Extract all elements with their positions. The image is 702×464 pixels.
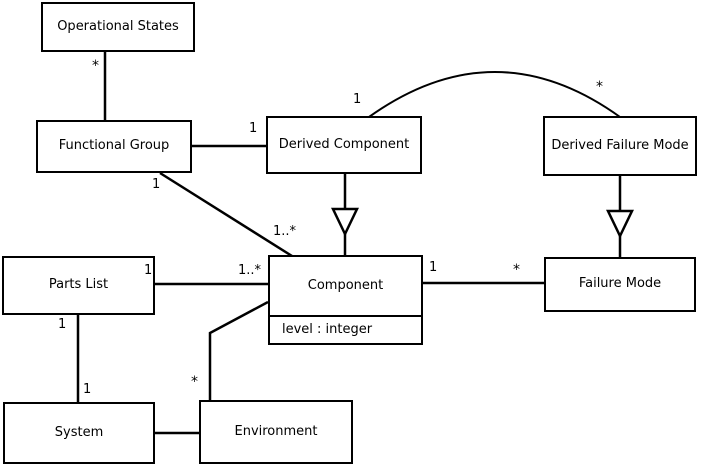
class-name-compartment: Operational States — [43, 4, 193, 50]
class-attribute-label: level : integer — [282, 321, 373, 337]
edge-functional-group-component — [159, 171, 293, 258]
class-name-compartment: Component — [270, 257, 421, 315]
multiplicity-label-functional-group-derived-component: 1 — [249, 121, 258, 136]
class-name-label: Failure Mode — [578, 276, 662, 292]
class-box-environment[interactable]: Environment — [199, 400, 353, 464]
multiplicity-label-operational-states: * — [92, 58, 99, 74]
multiplicity-label-environment-component: * — [191, 374, 198, 390]
class-name-compartment: System — [5, 404, 153, 462]
class-name-compartment: Failure Mode — [546, 259, 694, 310]
edge-derived-component-derived-failure-mode-arc — [368, 71, 621, 118]
multiplicity-label-component-failure-mode-target: * — [513, 262, 520, 278]
multiplicity-label-parts-list-component: 1..* — [238, 263, 262, 278]
class-name-compartment: Parts List — [4, 258, 153, 313]
class-box-component[interactable]: Component level : integer — [268, 255, 423, 345]
multiplicity-label-parts-list-system-bottom: 1 — [83, 382, 92, 397]
class-box-failure-mode[interactable]: Failure Mode — [544, 257, 696, 312]
multiplicity-label-arc-derived-component: 1 — [353, 92, 362, 107]
class-name-label: Derived Failure Mode — [551, 137, 689, 153]
generalization-triangle-derived-component — [331, 207, 359, 237]
class-name-label: System — [54, 424, 104, 440]
class-box-operational-states[interactable]: Operational States — [41, 2, 195, 52]
class-name-label: Derived Component — [278, 136, 410, 152]
class-box-derived-failure-mode[interactable]: Derived Failure Mode — [543, 116, 697, 176]
class-name-compartment: Environment — [201, 402, 351, 462]
class-name-label: Functional Group — [58, 138, 170, 154]
class-name-compartment: Derived Component — [268, 118, 420, 172]
multiplicity-label-component-failure-mode-source: 1 — [429, 260, 438, 275]
class-name-label: Component — [307, 277, 384, 293]
class-name-compartment: Derived Failure Mode — [545, 118, 695, 174]
class-box-functional-group[interactable]: Functional Group — [36, 120, 192, 173]
multiplicity-label-functional-group-component: 1..* — [273, 224, 297, 239]
class-box-derived-component[interactable]: Derived Component — [266, 116, 422, 174]
multiplicity-label-parts-list-system-top: 1 — [58, 317, 67, 332]
class-name-label: Operational States — [57, 18, 179, 34]
multiplicity-label-parts-list: 1 — [144, 263, 153, 278]
class-attribute-compartment: level : integer — [270, 315, 421, 343]
class-name-label: Parts List — [48, 277, 109, 293]
edge-component-environment — [208, 300, 269, 400]
class-box-parts-list[interactable]: Parts List — [2, 256, 155, 315]
class-name-label: Environment — [234, 423, 318, 439]
class-name-compartment: Functional Group — [38, 122, 190, 171]
generalization-triangle-derived-failure-mode — [606, 209, 634, 239]
multiplicity-label-arc-derived-failure-mode: * — [596, 79, 603, 95]
multiplicity-label-functional-group-lower: 1 — [152, 177, 161, 192]
class-box-system[interactable]: System — [3, 402, 155, 464]
